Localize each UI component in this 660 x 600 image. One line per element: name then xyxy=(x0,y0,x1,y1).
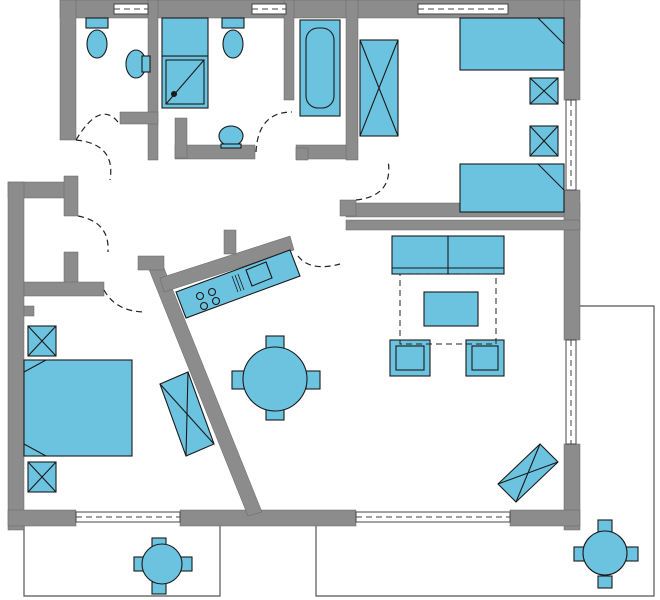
wall-kitchen xyxy=(159,235,295,293)
nightstand-double-1 xyxy=(27,325,57,357)
balcony-right-outline xyxy=(315,305,655,597)
door-storage xyxy=(77,215,109,253)
wall-bedroom-bottom-stub xyxy=(339,199,357,217)
double-bed xyxy=(23,359,133,457)
kitchen-counter xyxy=(175,249,301,319)
wall-bath-bedroom xyxy=(345,0,359,161)
bidet-wc xyxy=(125,49,151,79)
wall-left xyxy=(7,181,25,531)
single-bed-bottom xyxy=(459,163,565,213)
window-centerlines xyxy=(76,8,572,518)
chair xyxy=(597,575,613,589)
cabinet-living xyxy=(497,443,559,503)
patio-table xyxy=(141,543,183,585)
shower-tray xyxy=(161,55,209,109)
kitchen-sink xyxy=(245,261,273,287)
wall-hall-stub xyxy=(295,147,309,161)
patio-set-left xyxy=(133,537,193,595)
patio-table xyxy=(582,530,628,576)
wall-wc-left xyxy=(59,0,77,141)
nightstand-double-2 xyxy=(27,461,57,493)
door-shower xyxy=(255,111,293,153)
wall-diag-stub xyxy=(137,255,165,271)
walls xyxy=(7,0,581,531)
chair xyxy=(597,519,613,533)
wall-bottom-right xyxy=(509,509,581,527)
armchair-left xyxy=(389,339,431,377)
door-bedroom-double xyxy=(103,289,147,313)
wall-kitchen-post xyxy=(223,229,237,255)
shower-room-cabinet xyxy=(161,17,209,57)
wall-right-mid xyxy=(563,189,581,341)
door-swings xyxy=(75,111,390,313)
wall-right-upper xyxy=(563,0,581,101)
dining-table xyxy=(242,346,308,412)
wall-shower-inner xyxy=(174,117,188,159)
wall-shower-bath xyxy=(283,0,295,101)
door-bedroom-twin xyxy=(355,159,390,201)
wall-wc-bottom-stub xyxy=(119,111,159,125)
wall-storage-bottom xyxy=(23,281,105,297)
wall-wc-shower xyxy=(147,0,159,161)
lounge-outline xyxy=(399,273,497,345)
bidet-bath xyxy=(218,125,244,149)
balconies xyxy=(23,305,655,597)
balcony-left-outline xyxy=(23,522,221,597)
wall-storage-right xyxy=(63,175,79,217)
dining-set xyxy=(231,335,321,421)
wardrobe-twin xyxy=(359,39,399,137)
single-bed-top xyxy=(459,17,565,71)
chair xyxy=(305,370,321,390)
furniture xyxy=(23,17,639,595)
nightstand-twin-1 xyxy=(529,77,559,105)
wall-bottom-mid xyxy=(179,509,357,527)
toilet-bath xyxy=(221,17,245,59)
wall-living-top xyxy=(345,219,581,231)
door-wc xyxy=(75,113,119,141)
nightstand-twin-2 xyxy=(529,125,559,157)
patio-set-right xyxy=(573,519,639,589)
bathtub xyxy=(299,19,341,117)
chair xyxy=(625,546,639,562)
door-hall-left xyxy=(75,139,112,181)
cabinet-bedroom xyxy=(159,371,215,457)
stove xyxy=(195,287,221,311)
sofa xyxy=(391,235,505,275)
toilet-wc xyxy=(85,17,109,59)
wall-bedroom-top-left xyxy=(23,305,35,317)
coffee-table xyxy=(423,291,479,327)
armchair-right xyxy=(465,339,505,377)
door-living xyxy=(297,255,341,268)
wall-bottom-left xyxy=(7,509,77,527)
